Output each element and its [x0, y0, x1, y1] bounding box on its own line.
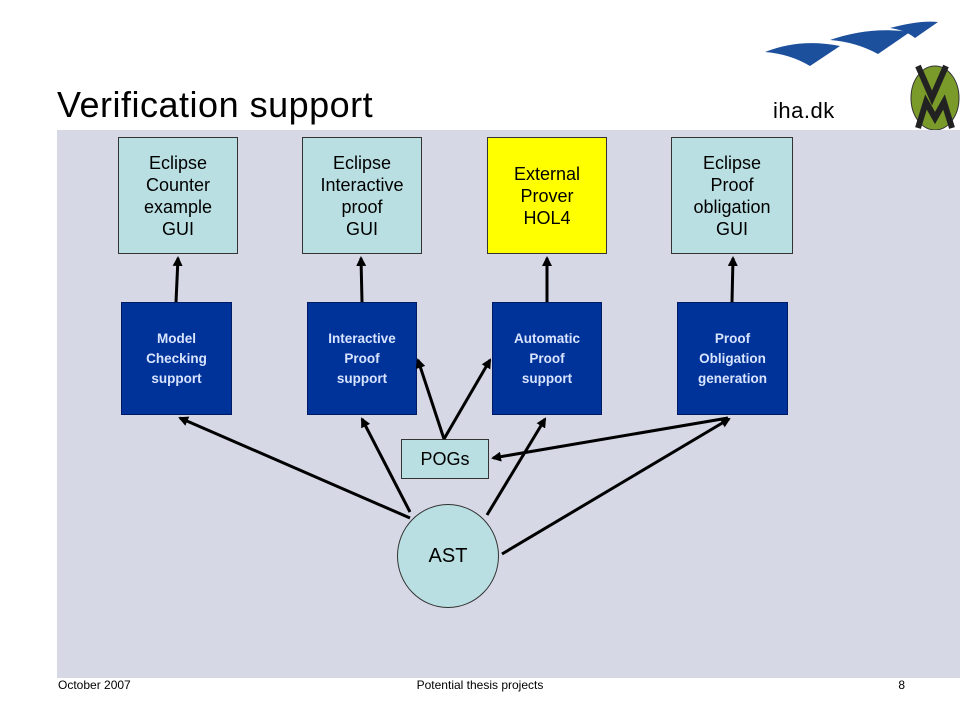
- arrow-ast-to-pog: [501, 417, 731, 556]
- arrow-pogs-to-interactive: [415, 358, 446, 440]
- automatic-proof-box: Automatic Proof support: [492, 302, 602, 415]
- footer-date: October 2007: [58, 678, 131, 692]
- arrow-pog-to-pogs: [491, 416, 729, 462]
- model-checking-box: Model Checking support: [121, 302, 232, 415]
- arrow-ast-to-interactive: [360, 417, 412, 513]
- counterexample-gui-box: Eclipse Counter example GUI: [118, 137, 238, 254]
- iha-vdm-logo-icon: [765, 21, 960, 131]
- arrow-pogs-to-automatic: [442, 358, 492, 440]
- arrow-interactive-to-gui: [356, 256, 367, 303]
- arrow-model-to-gui: [172, 256, 183, 303]
- footer-title: Potential thesis projects: [416, 678, 544, 692]
- page-number: 8: [898, 678, 905, 692]
- ast-node: AST: [397, 504, 499, 608]
- external-prover-box: External Prover HOL4: [487, 137, 607, 254]
- logo-text: iha.dk: [773, 98, 835, 123]
- slide-title: Verification support: [57, 84, 374, 125]
- arrow-ast-to-automatic: [485, 417, 547, 516]
- interactive-proof-gui-box: Eclipse Interactive proof GUI: [302, 137, 422, 254]
- arrow-pog-to-gui: [727, 256, 738, 303]
- proof-obligation-gui-box: Eclipse Proof obligation GUI: [671, 137, 793, 254]
- interactive-proof-box: Interactive Proof support: [307, 302, 417, 415]
- pogs-box: POGs: [401, 439, 489, 479]
- arrow-ast-to-model: [178, 416, 411, 520]
- proof-obligation-box: Proof Obligation generation: [677, 302, 788, 415]
